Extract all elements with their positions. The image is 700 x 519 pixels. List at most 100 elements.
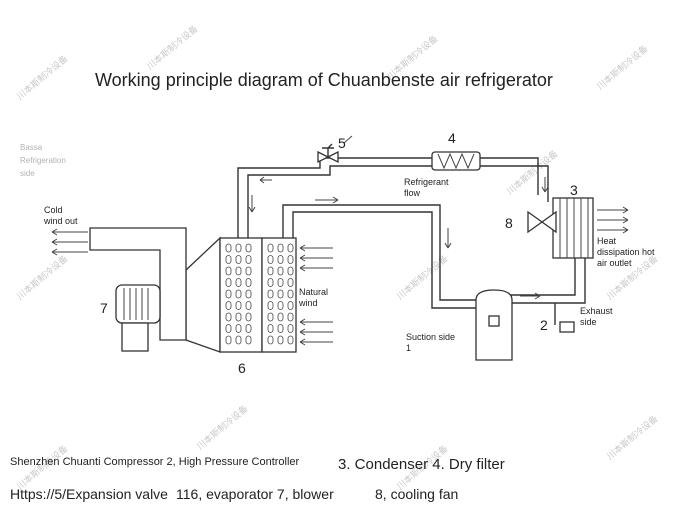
cold-wind-arrow-icon	[51, 228, 88, 236]
evaporator-slot	[277, 335, 284, 345]
compressor-window	[488, 315, 500, 327]
evaporator-slot	[277, 266, 284, 276]
compressor	[475, 289, 513, 361]
evaporator-holes	[225, 243, 294, 345]
evaporator-slot	[235, 243, 242, 253]
evaporator-slot	[267, 266, 274, 276]
natural-wind-arrow-icon	[299, 244, 333, 252]
evaporator-slot	[245, 335, 252, 345]
evaporator-number: 6	[238, 360, 246, 376]
blower-base	[121, 322, 149, 352]
blower: 7	[89, 227, 187, 352]
evaporator-slot	[245, 266, 252, 276]
pressure-controller: 2	[540, 303, 575, 333]
evaporator-slot	[277, 278, 284, 287]
evaporator-slot	[225, 312, 232, 322]
footer-line1-left: Shenzhen Chuanti Compressor 2, High Pres…	[10, 456, 300, 468]
evaporator-slot	[287, 324, 294, 333]
evaporator-slot	[235, 335, 242, 345]
evaporator-slot	[235, 278, 242, 287]
watermark-text: 川本斯制冷设备	[394, 253, 449, 302]
faint-label-line: Refrigeration	[20, 156, 66, 165]
pipe-condenser-out-2	[512, 258, 586, 304]
footer-line2-a: Https://5/Expansion valve	[10, 486, 168, 502]
evaporator-slot	[287, 243, 294, 253]
heat-dissipation-label: dissipation hot	[597, 247, 655, 257]
watermark-text: 川本斯制冷设备	[14, 253, 69, 302]
natural-wind-arrows	[299, 244, 333, 346]
evaporator-slot	[287, 312, 294, 322]
condenser-number: 3	[570, 182, 578, 198]
cold-wind-label: Cold	[44, 205, 63, 215]
watermark-text: 川本斯制冷设备	[604, 413, 659, 462]
evaporator-slot	[225, 289, 232, 299]
watermark-text: 川本斯制冷设备	[594, 43, 649, 92]
natural-wind-arrow-icon	[299, 264, 333, 272]
evaporator-slot	[287, 289, 294, 299]
evaporator-slot	[245, 301, 252, 310]
heat-arrow-icon	[597, 226, 629, 234]
evaporator-slot	[267, 243, 274, 253]
pipe-inner-top	[247, 165, 549, 238]
evaporator-slot	[287, 278, 294, 287]
evaporator-slot	[287, 255, 294, 264]
evaporator-slot	[235, 255, 242, 264]
evaporator-slot	[267, 255, 274, 264]
evaporator-slot	[235, 324, 242, 333]
evaporator-slot	[235, 266, 242, 276]
exhaust-side-label: Exhaust	[580, 306, 613, 316]
evaporator-slot	[245, 312, 252, 322]
evaporator-slot	[235, 301, 242, 310]
evaporator-slot	[267, 335, 274, 345]
exhaust-side-label: side	[580, 317, 597, 327]
evaporator-slot	[277, 301, 284, 310]
heat-arrow-icon	[597, 216, 629, 224]
flow-arrow-icon	[541, 177, 549, 193]
pipe-condenser-out	[510, 258, 576, 296]
evaporator-slot	[225, 324, 232, 333]
evaporator-slot	[245, 243, 252, 253]
watermark-text: 川本斯制冷设备	[504, 148, 559, 197]
evaporator-slot	[267, 289, 274, 299]
cold-wind-arrow-icon	[51, 238, 88, 246]
heat-arrow-icon	[597, 206, 629, 214]
evaporator-slot	[287, 266, 294, 276]
dry-filter-body	[431, 151, 481, 171]
heat-dissipation-label: Heat	[597, 236, 617, 246]
pressure-controller-body	[559, 321, 575, 333]
suction-side-label: 1	[406, 343, 411, 353]
dry-filter-number: 4	[448, 130, 456, 146]
footer-line2-c: 8, cooling fan	[375, 486, 458, 502]
natural-wind-arrow-icon	[299, 338, 333, 346]
blower-number: 7	[100, 300, 108, 316]
evaporator-slot	[277, 312, 284, 322]
evaporator-slot	[245, 289, 252, 299]
evaporator-slot	[225, 266, 232, 276]
footer-line1-right: 3. Condenser 4. Dry filter	[338, 456, 505, 473]
evaporator-slot	[277, 255, 284, 264]
evaporator-slot	[287, 335, 294, 345]
watermark-text: 川本斯制冷设备	[194, 403, 249, 452]
evaporator-slot	[225, 278, 232, 287]
evaporator-slot	[277, 324, 284, 333]
cooling-fan: 8	[505, 210, 557, 234]
cold-wind-arrows	[51, 228, 88, 256]
pipe-outer-top	[237, 157, 539, 238]
natural-wind-label: wind	[298, 298, 318, 308]
footer-line2-b: 116, evaporator 7, blower	[176, 486, 334, 502]
pressure-controller-number: 2	[540, 317, 548, 333]
cooling-fan-icon	[527, 210, 557, 234]
evaporator-slot	[235, 289, 242, 299]
evaporator-slot	[245, 278, 252, 287]
diagram-title: Working principle diagram of Chuanbenste…	[95, 70, 553, 90]
watermark-text: 川本斯制冷设备	[14, 53, 69, 102]
faint-label-line: Bassa	[20, 143, 43, 152]
evaporator-slot	[225, 301, 232, 310]
suction-side-label: Suction side	[406, 332, 455, 342]
refrigerant-flow-label: flow	[404, 188, 421, 198]
watermark-text: 川本斯制冷设备	[144, 23, 199, 72]
evaporator-slot	[225, 335, 232, 345]
air-duct	[89, 227, 187, 341]
heat-dissipation-label: air outlet	[597, 258, 632, 268]
flow-arrow-icon	[248, 195, 256, 213]
